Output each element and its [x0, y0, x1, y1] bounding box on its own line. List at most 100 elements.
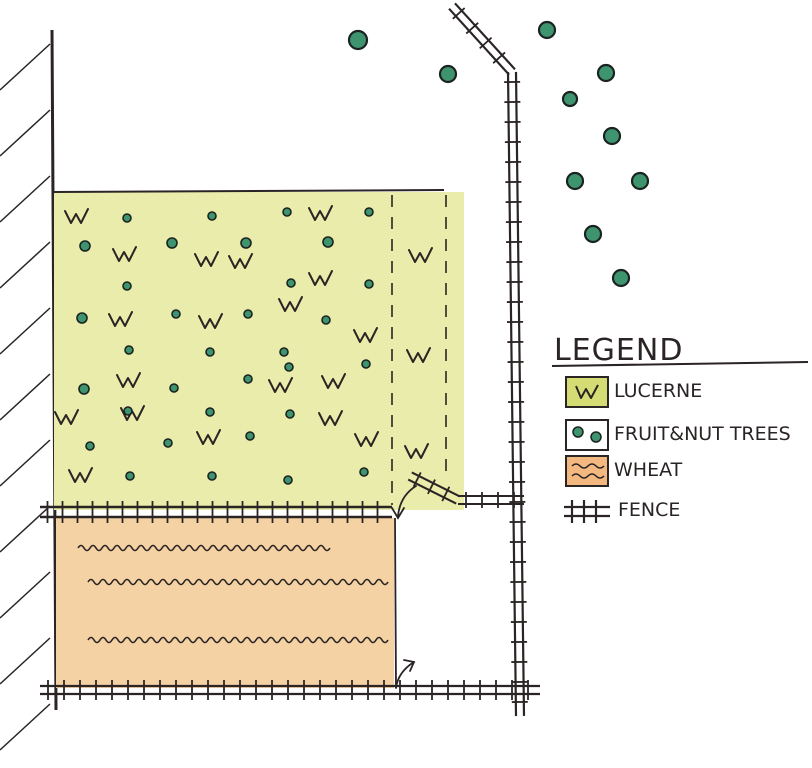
tree-icon [284, 362, 294, 372]
tree-icon [240, 237, 252, 249]
tree-icon [630, 171, 650, 191]
tree-icon [279, 347, 289, 357]
legend-trees-swatch [565, 419, 609, 451]
wheat-wave [87, 578, 389, 586]
lucerne-tuft [308, 205, 333, 221]
tree-icon [245, 431, 255, 441]
fence-rail [454, 2, 516, 71]
gate-arrows [391, 485, 417, 689]
gate-arrow-upper [397, 485, 417, 517]
fence-lower [40, 680, 540, 700]
fence-tie [465, 22, 479, 35]
lucerne-tuft [116, 372, 141, 388]
tree-icon [347, 29, 369, 51]
boundary-hatching [0, 43, 51, 751]
legend-label-fence: FENCE [618, 499, 680, 521]
lucerne-tuft [108, 311, 133, 327]
tree-icon [207, 211, 217, 221]
fence-gate-link [407, 471, 524, 508]
lucerne-tuft [408, 247, 433, 263]
tree-icon [561, 90, 579, 108]
hatch-line [0, 307, 51, 355]
fence-tie [427, 479, 436, 495]
hatch-line [0, 439, 51, 487]
tree-icon [171, 309, 181, 319]
tree-icon [124, 345, 134, 355]
lucerne-tuft [353, 327, 378, 343]
tree-icon [361, 359, 371, 369]
lucerne-tuft [54, 409, 79, 425]
legend-label-wheat: WHEAT [614, 459, 683, 481]
legend-tree-icon [590, 431, 602, 443]
tree-icon [122, 281, 132, 291]
tree-icon [359, 467, 369, 477]
hatch-line [0, 109, 51, 157]
lucerne-tuft [308, 270, 333, 286]
tree-icon [286, 278, 296, 288]
lucerne-tuft [406, 347, 431, 363]
gate-arrow-lower-head [403, 659, 416, 672]
legend-fence-icon [564, 500, 610, 523]
legend-wheat-swatch [565, 455, 609, 487]
wheat-right-edge [394, 517, 397, 689]
lucerne-tuft [112, 246, 137, 262]
lucerne-tuft [278, 296, 303, 312]
tree-icon [364, 279, 374, 289]
gate-arrow-lower [395, 661, 415, 689]
lucerne-tuft [321, 373, 346, 389]
lucerne-tuft [228, 253, 253, 269]
hatch-line [0, 505, 51, 553]
tree-icon [169, 383, 179, 393]
hatch-line [0, 43, 51, 91]
tree-icon [85, 441, 95, 451]
legend-tree-icon [572, 426, 584, 438]
lucerne-tuft [354, 431, 379, 447]
legend-underline [551, 361, 809, 367]
tree-icon [537, 20, 557, 40]
tree-icon [611, 268, 631, 288]
lucerne-field [54, 192, 464, 510]
hatch-line [0, 373, 51, 421]
tree-icon [282, 207, 292, 217]
legend-lucerne-tuft-icon [575, 384, 599, 399]
wheat-wave-lines [77, 544, 389, 644]
fence-rail [514, 71, 526, 716]
fence-tie [492, 51, 506, 64]
tree-icon [583, 224, 603, 244]
tree-icon [79, 240, 91, 252]
tree-icon [243, 309, 253, 319]
fence-tie [441, 486, 451, 502]
lucerne-tuft [194, 251, 219, 267]
fence-rail [506, 72, 518, 717]
tree-icon [205, 407, 215, 417]
lucerne-tuft [68, 467, 93, 483]
wheat-wave [87, 636, 389, 644]
hatch-line [0, 571, 51, 619]
tree-icon [602, 126, 622, 146]
lucerne-tuft [196, 429, 221, 445]
fence-tie [452, 7, 466, 20]
hatch-line [0, 637, 51, 685]
tree-icon [438, 64, 458, 84]
lucerne-tuft [404, 443, 429, 459]
tree-icon [285, 409, 295, 419]
hatch-line [0, 703, 51, 751]
legend-title: LEGEND [554, 333, 683, 368]
tree-icon [243, 374, 253, 384]
tree-icon [565, 171, 585, 191]
legend-label-lucerne: LUCERNE [614, 380, 702, 402]
fence-vertical [448, 2, 528, 717]
tree-icon [205, 347, 215, 357]
hatch-line [0, 241, 51, 289]
gate-arrow-upper-head [391, 507, 405, 520]
hatch-line [0, 175, 51, 223]
legend-wheat-wave-icon [571, 463, 605, 479]
legend-label-trees: FRUIT&NUT TREES [614, 423, 791, 445]
tree-icon [123, 406, 133, 416]
fence-tie [479, 36, 493, 50]
fences [40, 2, 540, 717]
fence-tie [412, 472, 422, 488]
lucerne-top-edge [51, 189, 445, 193]
lucerne-tuft [64, 208, 89, 224]
